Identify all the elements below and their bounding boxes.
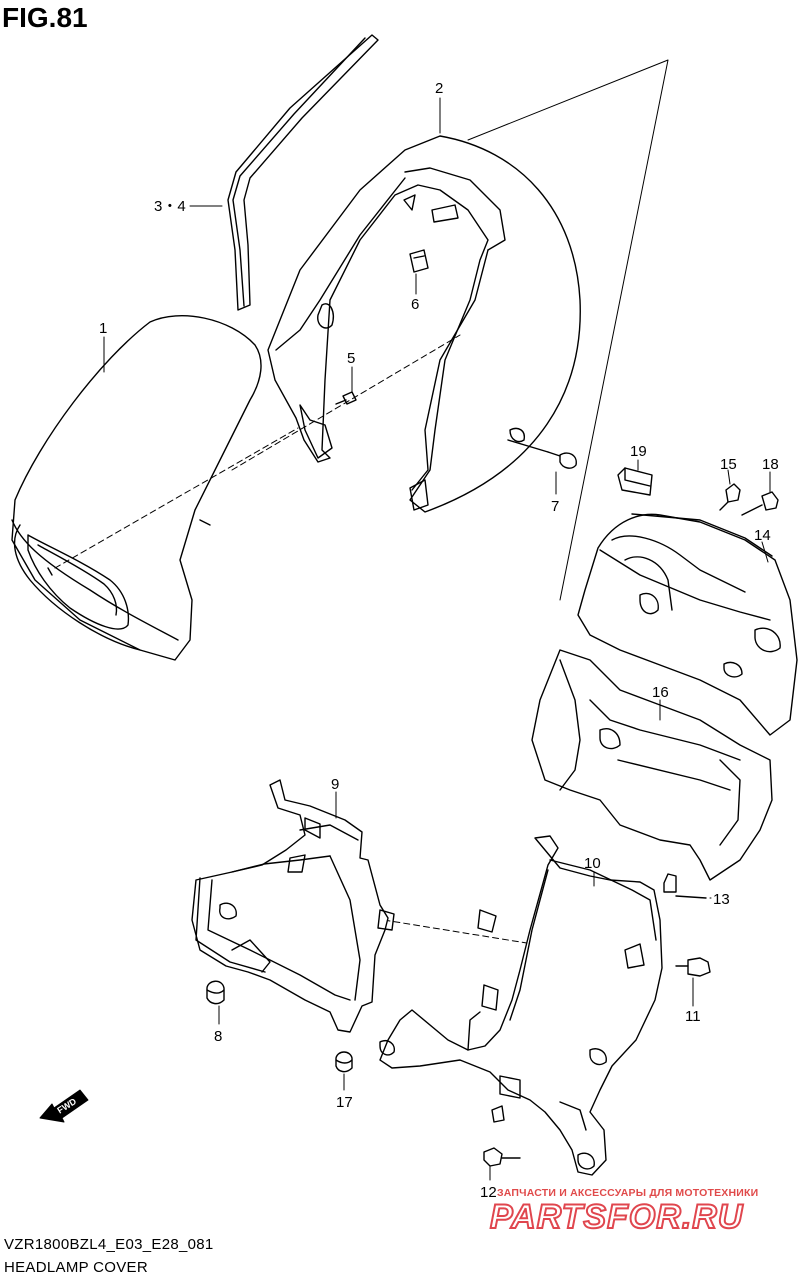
callout-9: 9 — [331, 776, 339, 793]
part-8-grommet — [206, 980, 225, 1005]
part-3-4-trim-strip — [227, 34, 379, 311]
callout-16: 16 — [652, 684, 669, 701]
callout-19: 19 — [630, 443, 647, 460]
callout-labels: 1 2 3・4 5 6 7 8 9 10 11 12 13 14 15 16 1… — [99, 80, 779, 1201]
part-19-rubber-block — [617, 467, 653, 496]
part-5-screw — [335, 391, 357, 405]
watermark-tagline: ЗАПЧАСТИ И АКСЕССУАРЫ ДЛЯ МОТОТЕХНИКИ — [497, 1187, 759, 1199]
callout-18: 18 — [762, 456, 779, 473]
part-18-nut — [741, 491, 779, 516]
callout-leaders — [103, 97, 771, 1181]
figure-name: HEADLAMP COVER — [4, 1259, 148, 1276]
part-17-grommet — [335, 1051, 353, 1073]
part-2-housing-cover — [267, 135, 581, 513]
part-7-screw — [547, 451, 577, 469]
figure-code: VZR1800BZL4_E03_E28_081 — [4, 1236, 214, 1253]
callout-3-4: 3・4 — [154, 198, 186, 215]
callout-12: 12 — [480, 1184, 497, 1201]
leader-lines — [54, 334, 633, 961]
part-1-headlamp-shell — [11, 315, 262, 661]
part-13-clip — [663, 873, 707, 899]
callout-8: 8 — [214, 1028, 222, 1045]
callout-13: 13 — [713, 891, 730, 908]
part-16-lower-cover — [531, 649, 773, 881]
callout-7: 7 — [551, 498, 559, 515]
part-14-inner-panel — [577, 513, 798, 736]
callout-6: 6 — [411, 296, 419, 313]
callout-5: 5 — [347, 350, 355, 367]
callout-17: 17 — [336, 1094, 353, 1111]
callout-11: 11 — [685, 1008, 701, 1025]
callout-10: 10 — [584, 855, 601, 872]
callout-2: 2 — [435, 80, 443, 97]
callout-15: 15 — [720, 456, 737, 473]
projection-lines — [467, 59, 669, 601]
fwd-arrow-icon: FWD — [39, 1089, 89, 1123]
callout-14: 14 — [754, 527, 771, 544]
watermark-logo: PARTSFOR.RU — [489, 1197, 744, 1237]
part-6-clip — [409, 249, 429, 273]
part-10-right-bracket — [379, 835, 663, 1176]
figure-title: FIG.81 — [2, 2, 88, 33]
part-15-grommet — [719, 483, 741, 511]
part-9-left-bracket — [191, 779, 395, 1033]
callout-1: 1 — [99, 320, 107, 337]
part-12-bolt — [483, 1147, 521, 1167]
part-11-bolt — [675, 957, 711, 977]
